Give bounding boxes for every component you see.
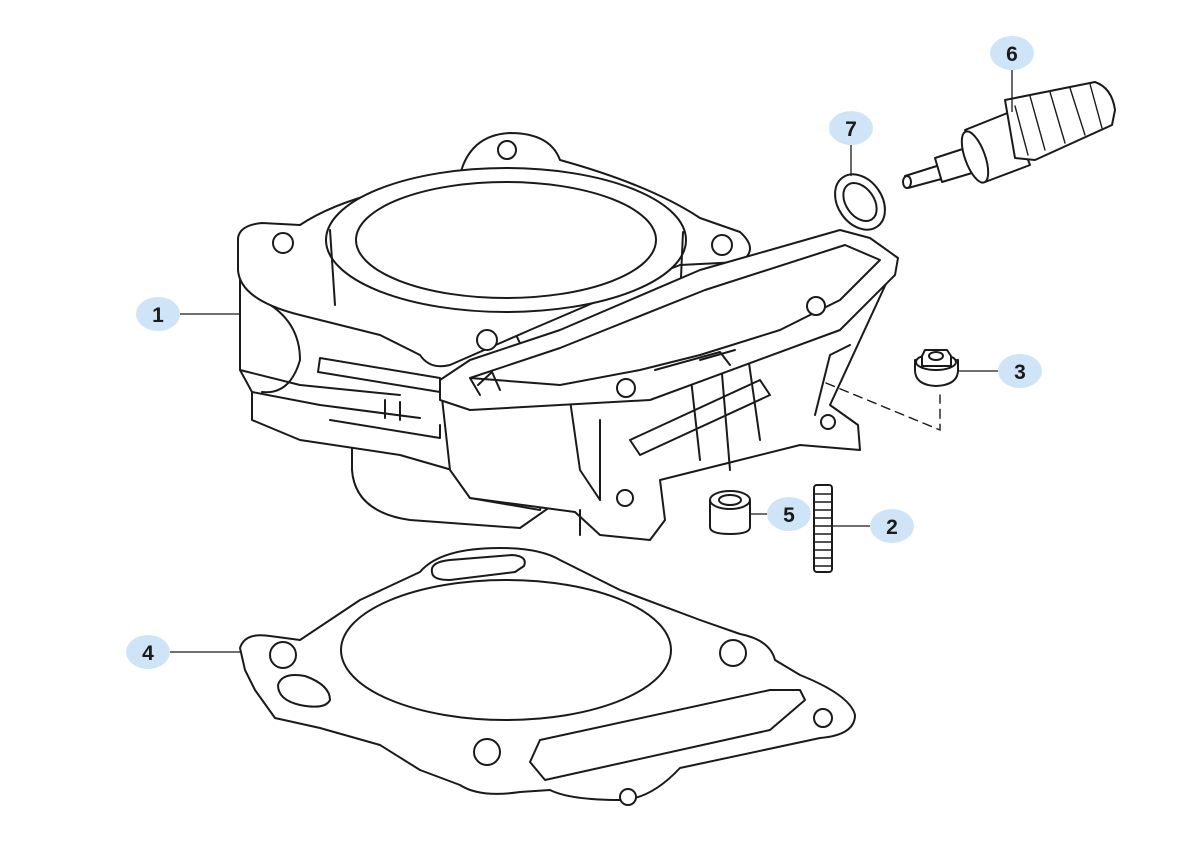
gasket-part xyxy=(239,547,856,806)
stud-part xyxy=(813,484,833,573)
nut-alignment-line xyxy=(825,382,941,432)
washer-part xyxy=(834,173,886,231)
callout-2: 2 xyxy=(832,509,914,543)
callout-label-2: 2 xyxy=(886,516,898,539)
callout-7: 7 xyxy=(829,111,873,176)
callout-label-1: 1 xyxy=(152,304,164,327)
callout-label-4: 4 xyxy=(142,642,154,665)
callout-5: 5 xyxy=(750,497,811,531)
dowel-pin-part xyxy=(709,490,751,535)
callout-label-7: 7 xyxy=(845,118,857,141)
callout-3: 3 xyxy=(958,354,1042,388)
callout-label-5: 5 xyxy=(783,504,795,527)
cylinder-part xyxy=(237,132,899,541)
callout-6: 6 xyxy=(990,36,1034,112)
callout-1: 1 xyxy=(136,297,240,331)
sensor-part xyxy=(902,81,1116,189)
callout-4: 4 xyxy=(126,635,240,669)
nut-part xyxy=(914,349,959,387)
callout-label-6: 6 xyxy=(1006,43,1018,66)
callout-label-3: 3 xyxy=(1014,361,1026,384)
